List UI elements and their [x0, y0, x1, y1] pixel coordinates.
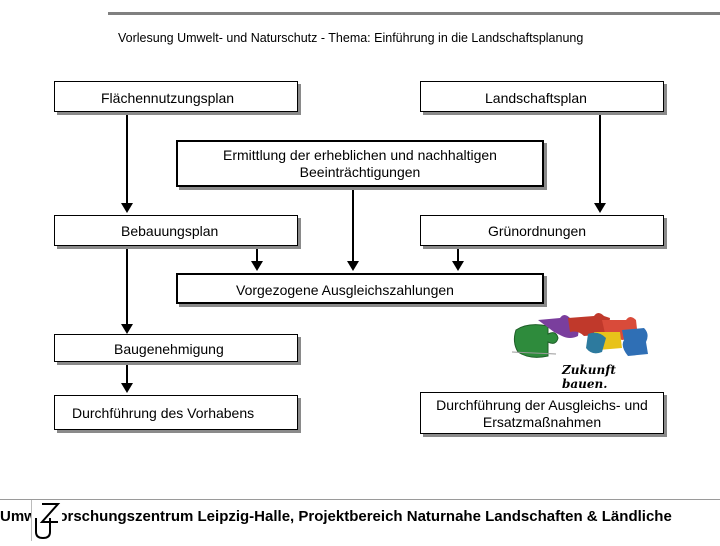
puzzle-caption: Zukunft bauen.: [562, 363, 616, 391]
footer-text: Umweltforschungszentrum Leipzig-Halle, P…: [0, 508, 672, 525]
baugenehmigung-label: Baugenehmigung: [114, 341, 224, 357]
durchfuehrung-vorhaben-label: Durchführung des Vorhabens: [72, 405, 255, 421]
flaechennutzungsplan-label: Flächennutzungsplan: [101, 90, 235, 106]
ufz-logo: [31, 500, 62, 541]
durchfuehrung-vorhaben-box: Durchführung des Vorhabens: [54, 395, 298, 430]
flaechennutzungsplan-box: Flächennutzungsplan: [54, 81, 298, 112]
ermittlung-box: Ermittlung der erheblichen und nachhalti…: [176, 140, 544, 187]
baugenehmigung-box: Baugenehmigung: [54, 334, 298, 362]
gruenordnungen-box: Grünordnungen: [420, 215, 664, 246]
landschaftsplan-label: Landschaftsplan: [485, 90, 587, 106]
puzzle-pieces-icon: [511, 313, 648, 358]
ausgleichszahlungen-label: Vorgezogene Ausgleichszahlungen: [236, 282, 454, 298]
puzzle-logo-image: Zukunft bauen.: [498, 312, 664, 391]
ufz-logo-icon: [35, 503, 61, 540]
page-title: Vorlesung Umwelt- und Naturschutz - Them…: [118, 31, 584, 45]
footer: Umweltforschungszentrum Leipzig-Halle, P…: [0, 499, 720, 541]
durchfuehrung-ausgleich-box: Durchführung der Ausgleichs- und Ersatzm…: [420, 392, 664, 434]
bebauungsplan-box: Bebauungsplan: [54, 215, 298, 246]
durchfuehrung-ausgleich-label: Durchführung der Ausgleichs- und Ersatzm…: [436, 397, 648, 430]
bebauungsplan-label: Bebauungsplan: [121, 223, 219, 239]
landschaftsplan-box: Landschaftsplan: [420, 81, 664, 112]
gruenordnungen-label: Grünordnungen: [488, 223, 587, 239]
ausgleichszahlungen-box: Vorgezogene Ausgleichszahlungen: [176, 273, 544, 304]
header-rule: [108, 12, 720, 15]
ermittlung-label: Ermittlung der erheblichen und nachhalti…: [223, 147, 497, 180]
